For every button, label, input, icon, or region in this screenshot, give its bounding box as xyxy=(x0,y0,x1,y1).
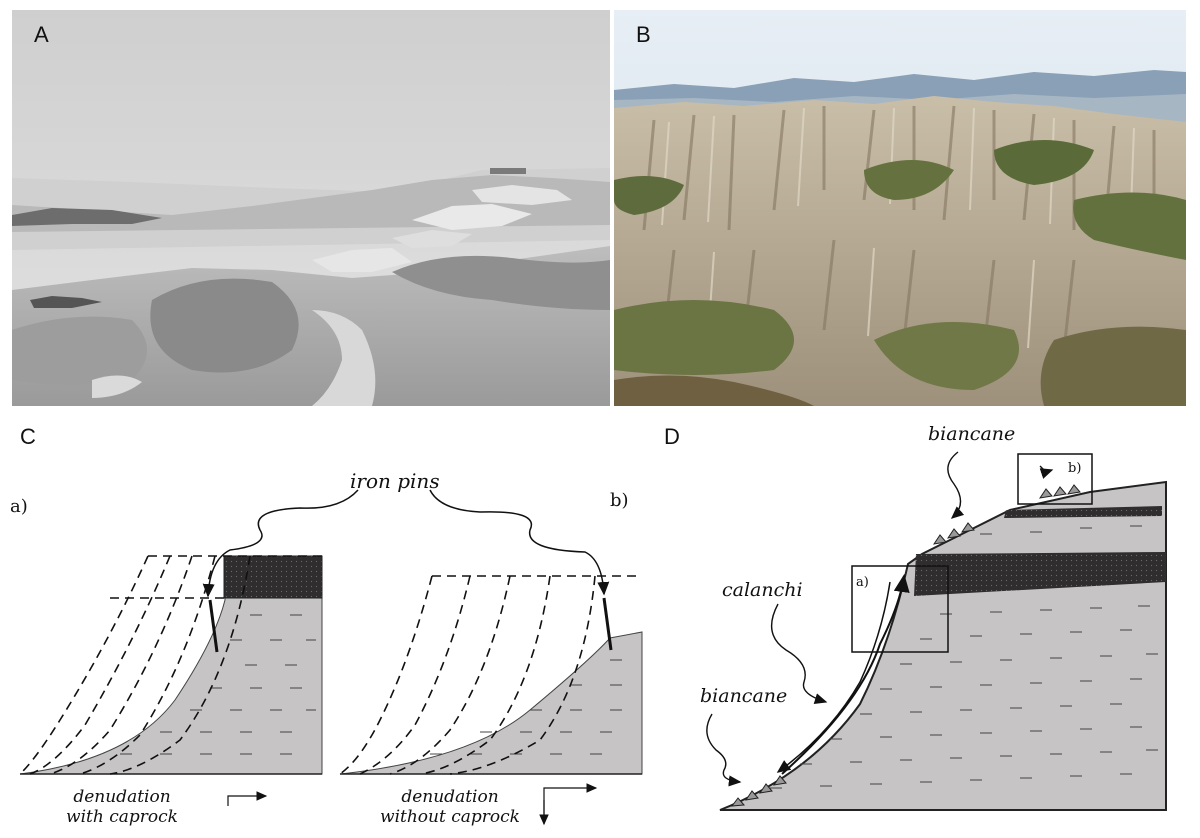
panel-letter-a: A xyxy=(34,22,49,47)
block-a xyxy=(19,555,323,775)
photo-b-calanchi xyxy=(614,10,1186,406)
label-iron-pins: iron pins xyxy=(350,469,440,493)
caption-left-line2: with caprock xyxy=(66,807,178,827)
panel-letter-c: C xyxy=(20,424,36,449)
diagram-d-graphic: biancane calanchi biancane a) b) xyxy=(700,423,1167,811)
diagram-c: a) b) iron pins denudation with caprock … xyxy=(10,460,650,830)
caption-right-line2: without caprock xyxy=(380,807,520,827)
photo-a-badlands xyxy=(12,10,610,406)
panel-letter-b: B xyxy=(636,22,651,47)
box-label-b: b) xyxy=(1068,461,1081,476)
label-biancane-top: biancane xyxy=(928,423,1015,445)
label-biancane-bottom: biancane xyxy=(700,685,787,707)
label-c-b: b) xyxy=(610,490,629,511)
photo-b-graphic xyxy=(614,10,1186,406)
block-b xyxy=(339,575,643,775)
panel-letter-d: D xyxy=(664,424,680,449)
caption-right-line1: denudation xyxy=(401,787,498,807)
label-c-a: a) xyxy=(10,496,28,517)
caption-left-line1: denudation xyxy=(73,787,170,807)
photo-a-graphic xyxy=(12,10,610,406)
label-calanchi: calanchi xyxy=(722,579,803,601)
diagram-c-graphic: a) b) iron pins denudation with caprock … xyxy=(10,469,643,827)
box-label-a: a) xyxy=(856,575,869,590)
diagram-d: biancane calanchi biancane a) b) xyxy=(690,414,1190,824)
